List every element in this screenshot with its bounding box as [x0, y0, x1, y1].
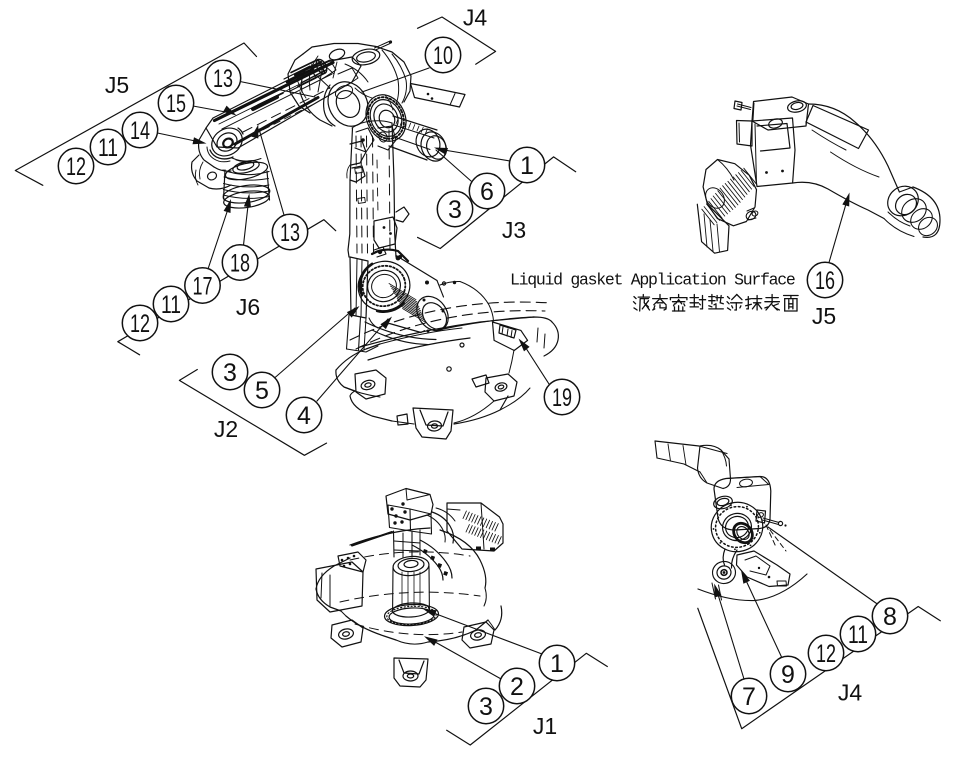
svg-text:7: 7	[742, 683, 756, 711]
svg-text:2: 2	[510, 673, 524, 701]
svg-text:5: 5	[255, 377, 269, 405]
svg-text:10: 10	[433, 42, 453, 70]
svg-text:12: 12	[66, 153, 86, 181]
svg-text:11: 11	[98, 134, 118, 162]
svg-text:12: 12	[130, 310, 150, 338]
svg-text:16: 16	[815, 267, 835, 295]
svg-text:13: 13	[213, 65, 233, 93]
svg-text:J4: J4	[463, 5, 488, 31]
svg-text:Liquid gasket Application Surf: Liquid gasket Application Surface	[510, 271, 795, 290]
svg-text:J5: J5	[812, 303, 836, 329]
svg-text:13: 13	[280, 219, 300, 247]
svg-text:J2: J2	[214, 416, 238, 442]
svg-text:4: 4	[297, 402, 311, 430]
svg-text:J6: J6	[236, 294, 260, 320]
svg-text:14: 14	[130, 117, 150, 145]
svg-text:1: 1	[550, 650, 564, 678]
svg-text:J5: J5	[105, 72, 129, 98]
svg-text:3: 3	[448, 196, 462, 224]
svg-text:17: 17	[193, 272, 213, 300]
svg-text:J3: J3	[502, 217, 526, 243]
svg-text:11: 11	[848, 621, 868, 649]
svg-text:8: 8	[883, 603, 897, 631]
svg-text:J1: J1	[533, 713, 557, 739]
svg-text:3: 3	[479, 693, 493, 721]
svg-text:15: 15	[166, 90, 186, 118]
svg-text:19: 19	[552, 384, 572, 412]
svg-text:J4: J4	[838, 680, 863, 706]
svg-text:12: 12	[816, 640, 836, 668]
svg-text:6: 6	[480, 178, 494, 206]
svg-text:9: 9	[781, 661, 795, 689]
svg-text:3: 3	[223, 359, 237, 387]
svg-text:18: 18	[230, 249, 250, 277]
svg-text:1: 1	[520, 152, 534, 180]
svg-text:11: 11	[161, 291, 181, 319]
